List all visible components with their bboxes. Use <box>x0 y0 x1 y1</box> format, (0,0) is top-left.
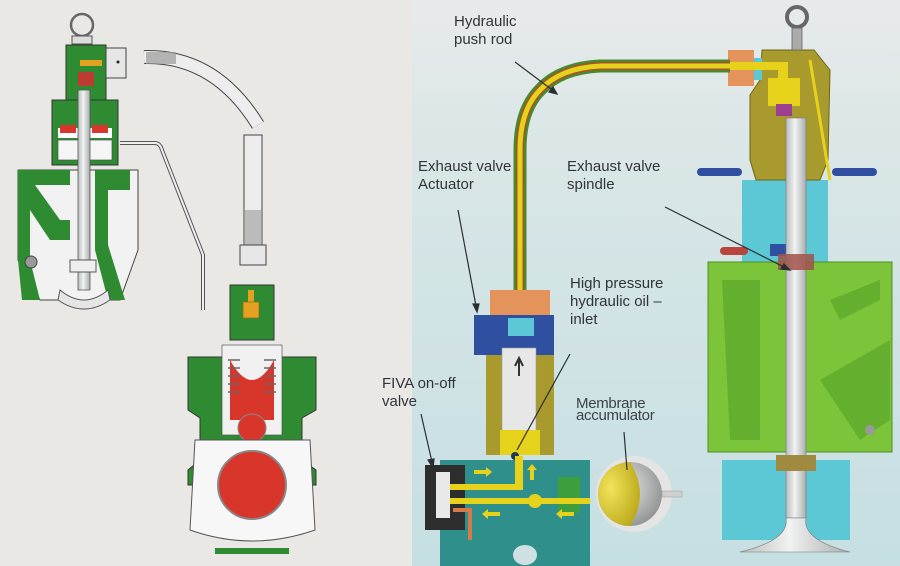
valve-head <box>739 517 851 553</box>
label-high-pressure-oil-inlet: High pressure hydraulic oil – inlet <box>570 275 664 328</box>
leader-lines <box>420 61 792 471</box>
label-exhaust-valve-actuator: Exhaust valve Actuator <box>418 158 512 193</box>
flow-up-arrow-icon <box>514 355 524 376</box>
lifting-eye-icon <box>785 5 809 51</box>
flow-arrows-icon <box>474 464 574 519</box>
lifting-eye-icon <box>69 12 95 45</box>
fiva-block <box>425 456 590 566</box>
hydraulic-push-rod <box>513 59 730 298</box>
left-panel <box>0 0 412 566</box>
label-exhaust-valve-spindle: Exhaust valve spindle <box>567 158 661 193</box>
exhaust-valve-actuator <box>474 290 554 460</box>
membrane-accumulator <box>596 456 683 532</box>
right-panel <box>412 0 900 566</box>
actuator-pump-left <box>187 284 317 554</box>
label-hydraulic-push-rod: Hydraulic push rod <box>454 13 517 48</box>
label-fiva-valve: FIVA on-off valve <box>382 375 456 410</box>
push-rod-pipe-left <box>143 49 267 266</box>
label-membrane-accumulator: Membrane accumulator <box>576 395 655 424</box>
exhaust-valve-housing-left <box>17 44 139 310</box>
exhaust-valve-housing-right <box>697 5 893 553</box>
